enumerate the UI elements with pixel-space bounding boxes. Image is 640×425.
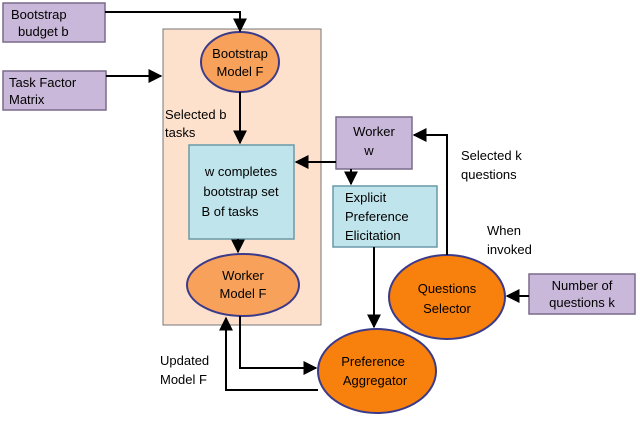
bootstrap-budget-line-2: budget b [18,24,69,39]
worker-model-line-2: Model F [220,286,267,301]
when-invoked-label-2: invoked [487,242,532,257]
task-factor-matrix-line-1: Task Factor [9,75,77,90]
explicit-elicitation-line-1: Explicit [345,190,387,205]
preference-aggregator-ellipse: Preference Aggregator [317,328,437,414]
selected-b-tasks-label-1: Selected b [165,107,226,122]
bootstrap-model-line-2: Model F [217,64,264,79]
questions-selector-ellipse: Questions Selector [388,254,506,340]
arrow-budget-to-bootstrap-model [105,11,247,33]
bootstrap-model-ellipse: Bootstrap Model F [200,31,280,93]
selected-b-tasks-label-2: tasks [165,125,196,140]
worker-model-ellipse: Worker Model F [186,253,300,317]
worker-line-2: w [363,143,374,158]
explicit-elicitation-line-3: Elicitation [345,228,401,243]
bootstrap-budget-line-1: Bootstrap [11,7,67,22]
worker-model-line-1: Worker [222,268,264,283]
selected-k-questions-label-2: questions [461,167,517,182]
arrow-selector-to-worker [412,128,448,255]
explicit-elicitation-line-2: Preference [345,209,409,224]
task-factor-matrix-box: Task Factor Matrix [2,70,107,111]
worker-completes-box: w completes bootstrap set B of tasks [188,144,295,240]
worker-completes-line-2: bootstrap set [203,184,279,199]
when-invoked-label-1: When [487,223,521,238]
number-of-questions-line-2: questions k [549,295,615,310]
updated-model-label-1: Updated [160,353,209,368]
explicit-elicitation-box: Explicit Preference Elicitation [332,185,438,248]
updated-model-label-2: Model F [160,372,207,387]
selected-k-questions-label-1: Selected k [461,148,522,163]
bootstrap-model-line-1: Bootstrap [212,46,268,61]
preference-aggregator-line-2: Aggregator [343,373,408,388]
questions-selector-line-1: Questions [418,281,477,296]
arrow-worker-model-to-aggregator [239,316,318,375]
worker-completes-line-1: w completes [204,164,278,179]
arrow-aggregator-to-worker-model [219,316,318,391]
bootstrap-budget-box: Bootstrap budget b [2,2,106,43]
task-factor-matrix-line-2: Matrix [9,92,45,107]
number-of-questions-box: Number of questions k [528,273,636,315]
worker-completes-line-3: B of tasks [201,204,259,219]
number-of-questions-line-1: Number of [552,278,613,293]
worker-line-1: Worker [353,124,395,139]
worker-box: Worker w [335,116,413,170]
preference-aggregator-line-1: Preference [341,354,405,369]
questions-selector-line-2: Selector [423,301,471,316]
